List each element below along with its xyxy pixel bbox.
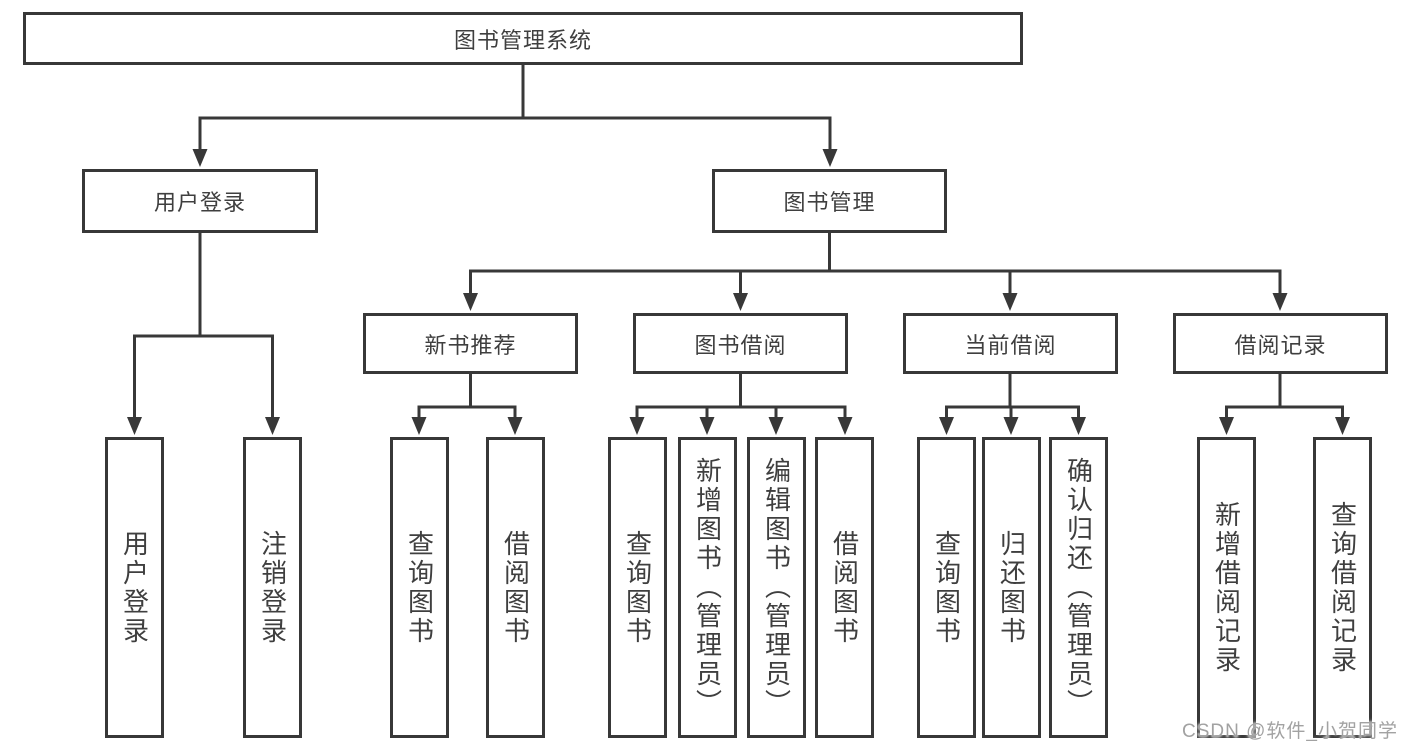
node-book-borrowing: 图书借阅 bbox=[633, 313, 848, 374]
node-user-login: 用户登录 bbox=[82, 169, 318, 233]
leaf-return-book: 归还图书 bbox=[982, 437, 1041, 738]
leaf-confirm-return-admin: 确认归还（管理员） bbox=[1049, 437, 1108, 738]
node-current-borrowing: 当前借阅 bbox=[903, 313, 1118, 374]
leaf-borrow-books-borrowing: 借阅图书 bbox=[815, 437, 874, 738]
leaf-logout: 注销登录 bbox=[243, 437, 302, 738]
leaf-query-borrow-record: 查询借阅记录 bbox=[1313, 437, 1372, 738]
leaf-query-books-recommend: 查询图书 bbox=[390, 437, 449, 738]
node-new-book-recommend: 新书推荐 bbox=[363, 313, 578, 374]
leaf-query-books-borrowing: 查询图书 bbox=[608, 437, 667, 738]
node-borrowing-records: 借阅记录 bbox=[1173, 313, 1388, 374]
leaf-user-login: 用户登录 bbox=[105, 437, 164, 738]
node-root: 图书管理系统 bbox=[23, 12, 1023, 65]
node-book-management: 图书管理 bbox=[712, 169, 947, 233]
leaf-edit-book-admin: 编辑图书（管理员） bbox=[747, 437, 806, 738]
leaf-query-books-current: 查询图书 bbox=[917, 437, 976, 738]
leaf-add-book-admin: 新增图书（管理员） bbox=[678, 437, 737, 738]
leaf-borrow-books-recommend: 借阅图书 bbox=[486, 437, 545, 738]
csdn-watermark: CSDN @软件_小贺同学 bbox=[1182, 721, 1398, 742]
leaf-add-borrow-record: 新增借阅记录 bbox=[1197, 437, 1256, 738]
